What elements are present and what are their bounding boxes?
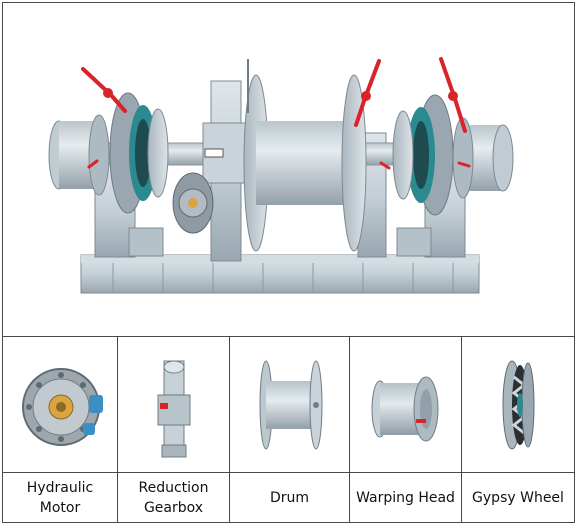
component-thumbnail bbox=[462, 337, 574, 473]
component-label: Drum bbox=[269, 490, 310, 506]
component-cell-reduction-gearbox: Reduction Gearbox bbox=[118, 337, 230, 522]
drum-image bbox=[259, 360, 323, 450]
component-thumbnail bbox=[350, 337, 461, 473]
reduction-gearbox-image bbox=[157, 360, 191, 458]
anchor-windlass-illustration bbox=[48, 57, 514, 294]
warping-head-image bbox=[371, 376, 439, 442]
component-cell-warping-head: Warping Head bbox=[350, 337, 462, 522]
component-thumbnail bbox=[230, 337, 349, 473]
gypsy-wheel-image bbox=[502, 360, 535, 450]
component-cell-gypsy-wheel: Gypsy Wheel bbox=[462, 337, 574, 522]
component-thumbnail bbox=[3, 337, 117, 473]
component-cell-hydraulic-motor: Hydraulic Motor bbox=[3, 337, 118, 522]
component-grid: Hydraulic Motor Reduction Gearbox bbox=[3, 337, 574, 522]
windlass-photo bbox=[3, 3, 574, 337]
component-cell-drum: Drum bbox=[230, 337, 350, 522]
component-thumbnail bbox=[118, 337, 229, 473]
component-label: Hydraulic Motor bbox=[26, 480, 94, 516]
component-label: Warping Head bbox=[356, 490, 455, 506]
product-sheet: Hydraulic Motor Reduction Gearbox bbox=[2, 2, 575, 523]
component-label: Reduction Gearbox bbox=[138, 480, 209, 516]
hydraulic-motor-image bbox=[22, 368, 103, 446]
component-label: Gypsy Wheel bbox=[472, 490, 564, 506]
